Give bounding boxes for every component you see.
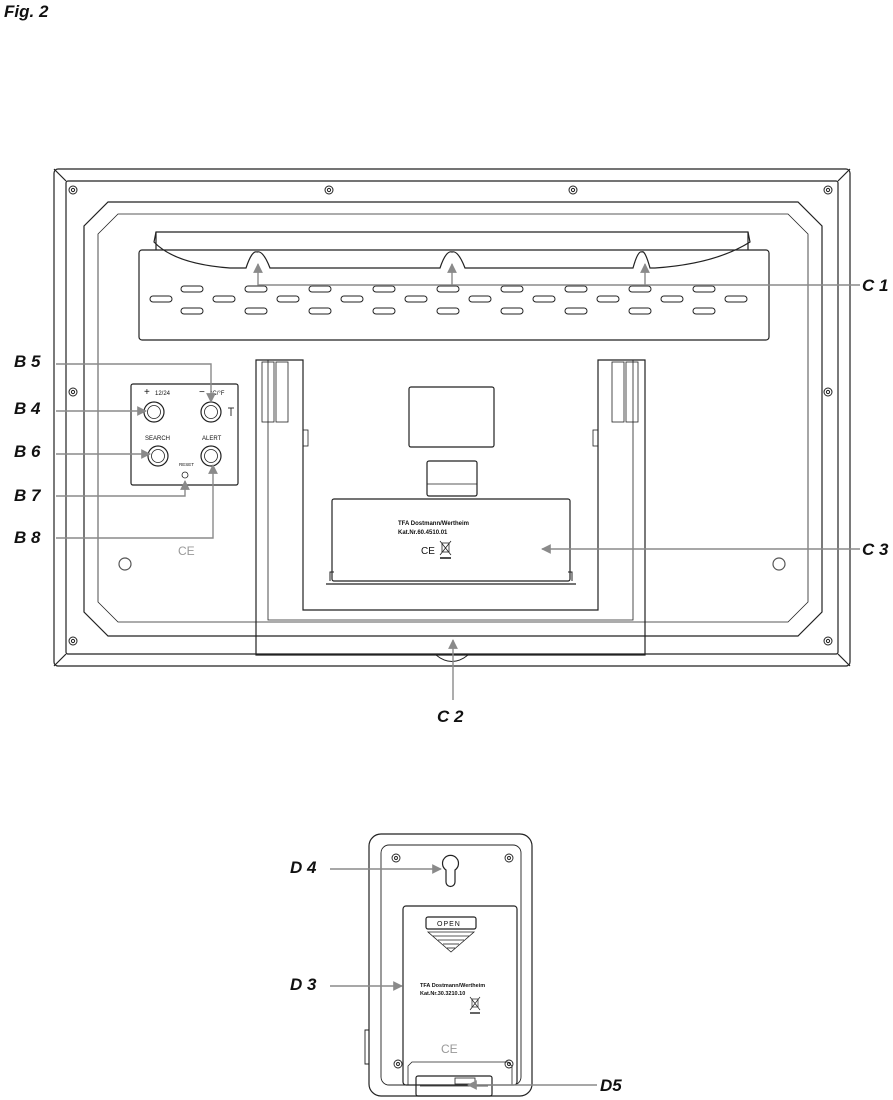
button-alert[interactable] [200,445,222,467]
callout-d3: D 3 [290,975,317,994]
label-alert: ALERT [202,436,222,442]
callout-d4: D 4 [290,858,317,877]
button-minus-c-f[interactable] [200,401,222,423]
callout-c1: C 1 [862,276,889,295]
base-station-back: TFA Dostmann/Wertheim Kat.Nr.60.4510.01 … [53,168,851,667]
screw-icon [391,853,514,1069]
wall-hanging-recess [138,249,770,341]
open-label: OPEN [437,921,461,928]
ce-mark: CE [421,546,435,557]
label-search: SEARCH [145,436,170,442]
callout-c2: C 2 [437,707,464,726]
figure-title: Fig. 2 [4,2,49,21]
callout-c3: C 3 [862,540,889,559]
thermometer-icon [228,407,234,416]
callout-b4: B 4 [14,399,41,418]
open-tab[interactable] [425,916,477,930]
sensor-lid-text-line2: Kat.Nr.30.3210.10 [420,991,465,997]
battery-lid-text-line2: Kat.Nr.60.4510.01 [398,530,448,536]
callout-d5: D5 [600,1076,622,1095]
label-12-24: 12/24 [155,391,171,397]
callout-b7: B 7 [14,486,41,505]
screw-icon [68,185,833,646]
sensor-housing-outer [368,833,533,1097]
keyhole-hanger [441,854,460,888]
sensor-bottom-clip [415,1075,493,1097]
label-reset: RESET [179,462,194,467]
ventilation-slots [149,285,748,315]
back-panel [83,201,823,637]
button-plus-12-24[interactable] [143,401,165,423]
battery-lid-text-line1: TFA Dostmann/Wertheim [398,521,469,527]
weee-bin-icon [439,540,452,559]
leader-lines [56,263,860,1090]
panel-hole-left [118,557,132,571]
label-minus: − [199,387,205,398]
battery-compartment-lid [331,498,571,582]
sensor-ce-mark: CE [441,1042,458,1056]
callout-b5: B 5 [14,352,41,371]
open-arrow-icon [426,931,476,953]
button-reset[interactable] [181,471,189,479]
panel-ce-mark: CE [178,544,195,558]
callout-b6: B 6 [14,442,41,461]
sensor-lid-text-line1: TFA Dostmann/Wertheim [420,983,485,989]
sensor-back: OPEN TFA Dostmann/Wertheim Kat.Nr.30.321… [364,833,533,1097]
button-panel [130,383,239,486]
folding-stand [255,359,646,662]
weee-bin-icon [469,996,481,1014]
button-search[interactable] [147,445,169,467]
battery-lid-tab [426,460,478,497]
base-station-outer-frame [53,168,851,667]
callout-b8: B 8 [14,528,41,547]
label-plate [408,386,495,448]
label-c-f: °C/°F [210,391,225,397]
label-plus: + [144,387,150,398]
base-station-inner-frame [65,180,839,655]
panel-hole-right [772,557,786,571]
sensor-battery-compartment [402,905,518,1086]
